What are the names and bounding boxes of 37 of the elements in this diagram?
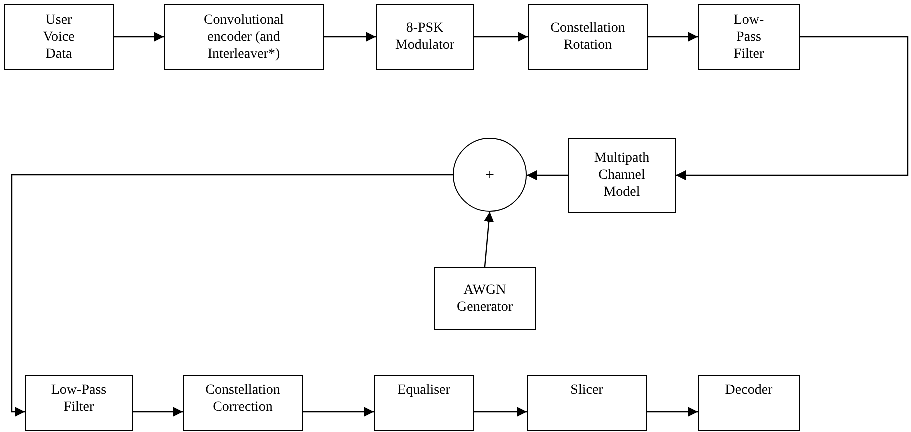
- box-label: Convolutional encoder (and Interleaver*): [202, 12, 286, 62]
- box-label: Decoder: [724, 382, 774, 399]
- process-box: [4, 4, 114, 70]
- process-box: [698, 375, 800, 431]
- process-box: [528, 4, 648, 70]
- arrow: [474, 407, 527, 417]
- arrow: [676, 36, 909, 180]
- arrow: [133, 407, 183, 417]
- process-box: [527, 375, 647, 431]
- box-label: Slicer: [570, 382, 604, 399]
- process-box: [568, 138, 676, 213]
- arrow: [303, 407, 374, 417]
- arrow: [647, 407, 698, 417]
- arrow: [474, 32, 528, 42]
- process-box: [183, 375, 303, 431]
- box-label: 8-PSK Modulator: [394, 20, 456, 54]
- process-box: [434, 267, 536, 330]
- box-label: User Voice Data: [42, 12, 76, 62]
- box-label: Constellation Correction: [204, 382, 282, 416]
- process-box: [25, 375, 133, 431]
- box-label: AWGN Generator: [456, 282, 514, 316]
- process-box: [376, 4, 474, 70]
- arrow: [114, 32, 164, 42]
- arrow: [527, 170, 568, 180]
- box-label: Constellation Rotation: [550, 20, 626, 54]
- arrow: [484, 212, 494, 268]
- box-label: Equaliser: [396, 382, 452, 399]
- box-label: Multipath Channel Model: [593, 150, 651, 201]
- process-box: [164, 4, 324, 70]
- arrow: [324, 32, 376, 42]
- plus-sign: +: [484, 166, 496, 184]
- box-label: Low-Pass Filter: [732, 12, 766, 62]
- box-label: Low-Pass Filter: [50, 382, 108, 416]
- process-box: [698, 4, 800, 70]
- process-box: [374, 375, 474, 431]
- arrow: [11, 174, 453, 417]
- arrow: [648, 32, 698, 42]
